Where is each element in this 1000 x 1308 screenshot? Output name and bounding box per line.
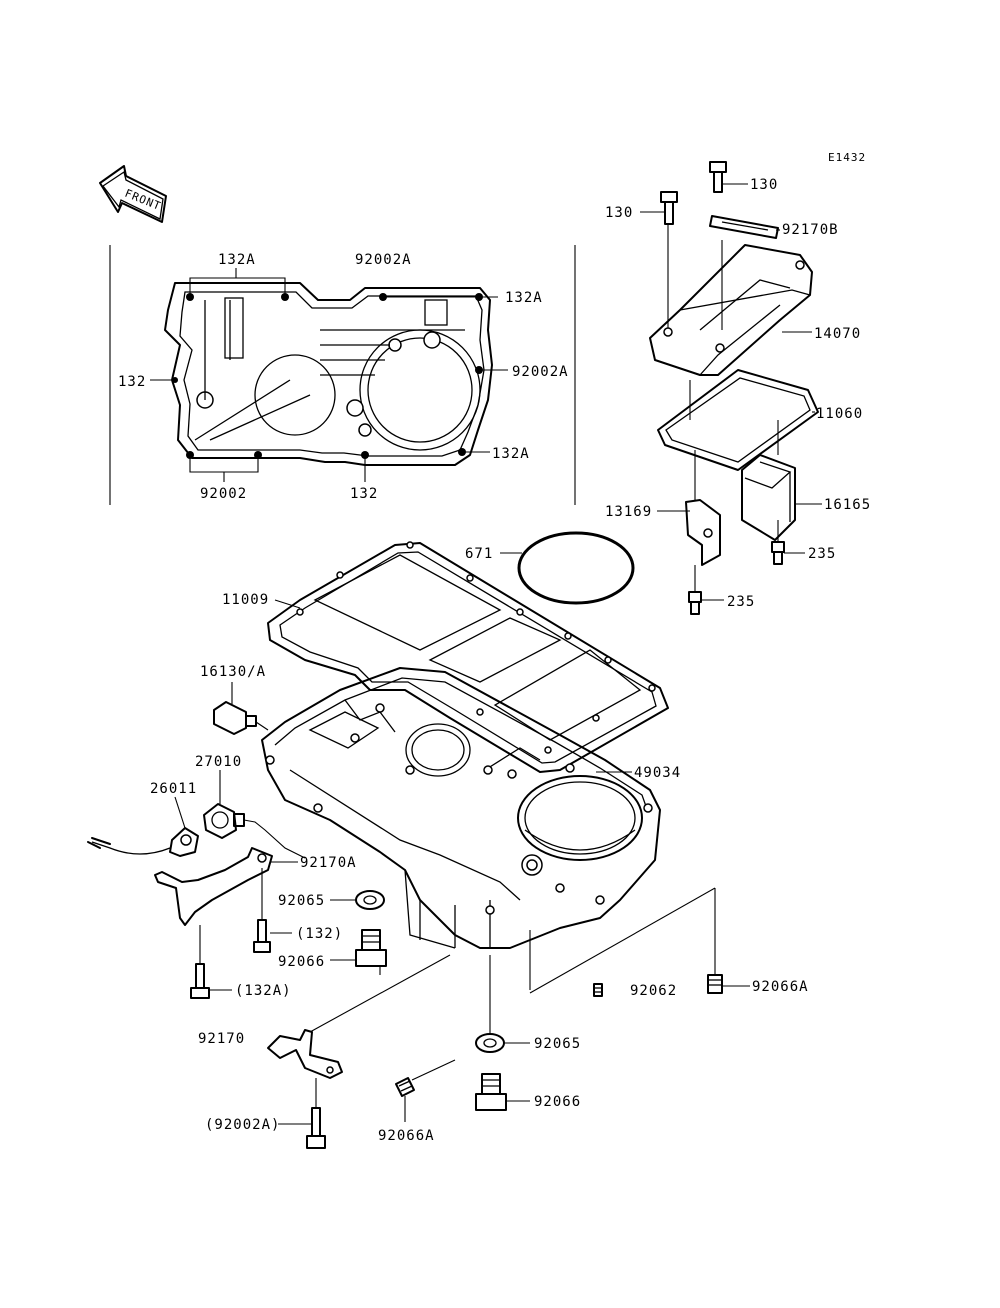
switch-16130A bbox=[213, 701, 257, 735]
front-arrow-icon: FRONT bbox=[99, 165, 167, 223]
label-235-bottom: 235 bbox=[727, 594, 755, 610]
gasket-11009 bbox=[267, 541, 669, 773]
label-132-paren: (132) bbox=[296, 926, 343, 942]
label-92002A-right: 92002A bbox=[512, 364, 569, 380]
label-26011: 26011 bbox=[150, 781, 197, 797]
label-130-left: 130 bbox=[605, 205, 633, 221]
label-13169: 13169 bbox=[605, 504, 652, 520]
gasket-11060 bbox=[657, 369, 819, 471]
label-92170A: 92170A bbox=[300, 855, 357, 871]
label-92002A-top: 92002A bbox=[355, 252, 412, 268]
breather-16165 bbox=[741, 454, 796, 541]
switch-27010 bbox=[203, 803, 245, 839]
baffle-cover-14070 bbox=[649, 244, 813, 376]
plug-92066A-bottom bbox=[395, 1077, 415, 1097]
label-11009: 11009 bbox=[222, 592, 269, 608]
label-16165: 16165 bbox=[824, 497, 871, 513]
label-14070: 14070 bbox=[814, 326, 861, 342]
label-11060: 11060 bbox=[816, 406, 863, 422]
bolt-130-left bbox=[660, 191, 678, 225]
label-92002-bottom: 92002 bbox=[200, 486, 247, 502]
label-132A-paren: (132A) bbox=[235, 983, 292, 999]
label-16130A: 16130/A bbox=[200, 664, 266, 680]
bracket-92170 bbox=[267, 1029, 343, 1079]
label-92170B: 92170B bbox=[782, 222, 839, 238]
label-92066A-bottom: 92066A bbox=[378, 1128, 435, 1144]
label-92066-bottom: 92066 bbox=[534, 1094, 581, 1110]
label-132-left: 132 bbox=[118, 374, 146, 390]
plug-92066A-right bbox=[707, 974, 723, 994]
plug-92066-bottom bbox=[475, 1073, 507, 1111]
plug-92062 bbox=[593, 983, 603, 997]
label-92065-left: 92065 bbox=[278, 893, 325, 909]
washer-92065-bottom bbox=[475, 1033, 505, 1053]
plug-92066-left bbox=[355, 929, 387, 967]
sensor-26011 bbox=[87, 827, 199, 857]
label-92066A-right: 92066A bbox=[752, 979, 809, 995]
o-ring-671 bbox=[517, 531, 635, 605]
bracket-92170A bbox=[154, 847, 273, 926]
label-132-bottom: 132 bbox=[350, 486, 378, 502]
oil-pan-bottom-view bbox=[164, 282, 493, 466]
bolt-92002A-paren bbox=[306, 1107, 326, 1149]
label-92066-left: 92066 bbox=[278, 954, 325, 970]
bolt-132-paren bbox=[253, 919, 271, 953]
plate-13169 bbox=[685, 499, 721, 566]
bolt-130-top bbox=[709, 161, 727, 193]
label-92065-bottom: 92065 bbox=[534, 1036, 581, 1052]
bolt-132A-paren bbox=[190, 963, 210, 999]
diagram-code: E1432 bbox=[828, 151, 866, 164]
plate-92170B bbox=[709, 215, 779, 239]
label-92062: 92062 bbox=[630, 983, 677, 999]
label-27010: 27010 bbox=[195, 754, 242, 770]
label-132A-right-bottom: 132A bbox=[492, 446, 530, 462]
screw-235-bottom bbox=[688, 591, 702, 615]
oil-pan-49034 bbox=[261, 667, 661, 949]
label-132A-top: 132A bbox=[218, 252, 256, 268]
label-132A-right-top: 132A bbox=[505, 290, 543, 306]
screw-235-right bbox=[771, 541, 785, 565]
label-92002A-paren: (92002A) bbox=[205, 1117, 280, 1133]
washer-92065-left bbox=[355, 890, 385, 910]
label-235-right: 235 bbox=[808, 546, 836, 562]
label-92170: 92170 bbox=[198, 1031, 245, 1047]
label-130-top: 130 bbox=[750, 177, 778, 193]
label-49034: 49034 bbox=[634, 765, 681, 781]
label-671: 671 bbox=[465, 546, 493, 562]
